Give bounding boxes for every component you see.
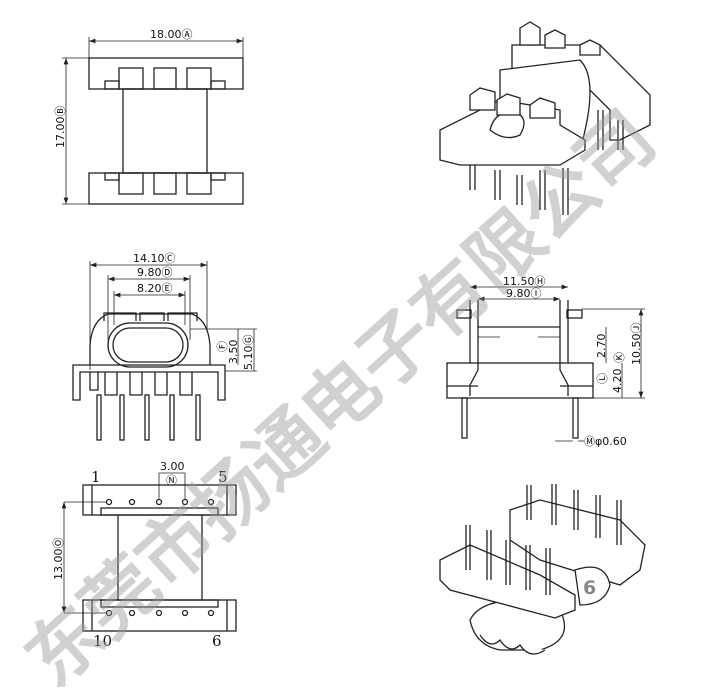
dim-row-spacing: 13.00Ⓞ [52,538,65,581]
dim-side-inner: 9.80Ⓘ [506,287,542,300]
pin-label-6: 6 [212,632,222,650]
dim-pin-diameter: Ⓜφ0.60 [584,435,627,448]
pin-label-10: 10 [93,632,112,650]
dim-height: 17.00Ⓑ [54,106,67,149]
bottom-view: 3.00 Ⓝ 13.00Ⓞ 1 5 10 6 [52,460,237,650]
dim-outer: 14.10Ⓒ [133,252,176,265]
dim-side-width: 11.50Ⓗ [503,275,546,288]
isometric-view-top [439,21,651,215]
top-view: 18.00Ⓐ 17.00Ⓑ [54,28,244,205]
front-view: 14.10Ⓒ 9.80Ⓓ 8.20Ⓔ 3.50 Ⓕ 5.10Ⓖ [72,252,257,441]
view-number: 6 [583,577,596,599]
dim-window-h: 3.50 [227,340,240,365]
dim-width: 18.00Ⓐ [150,28,193,41]
dim-base: 4.20 [611,369,624,394]
isometric-view-bottom: 6 [439,484,646,655]
tag-f: Ⓕ [216,341,229,352]
dim-inner: 8.20Ⓔ [137,282,173,295]
tag-l: Ⓛ [596,373,609,384]
side-view: 11.50Ⓗ 9.80Ⓘ 10.50Ⓙ 2.70 4.20 Ⓚ Ⓛ Ⓜφ0.60 [446,275,645,448]
dim-middle: 9.80Ⓓ [137,266,173,279]
dim-total-h: 5.10Ⓖ [242,335,255,371]
pin-label-5: 5 [218,468,228,486]
tag-n: Ⓝ [166,474,177,487]
tag-k: Ⓚ [613,352,626,363]
dim-side-height: 10.50Ⓙ [630,323,643,366]
dim-upper: 2.70 [595,334,608,359]
dim-pitch: 3.00 [160,460,185,473]
pin-label-1: 1 [91,468,101,486]
